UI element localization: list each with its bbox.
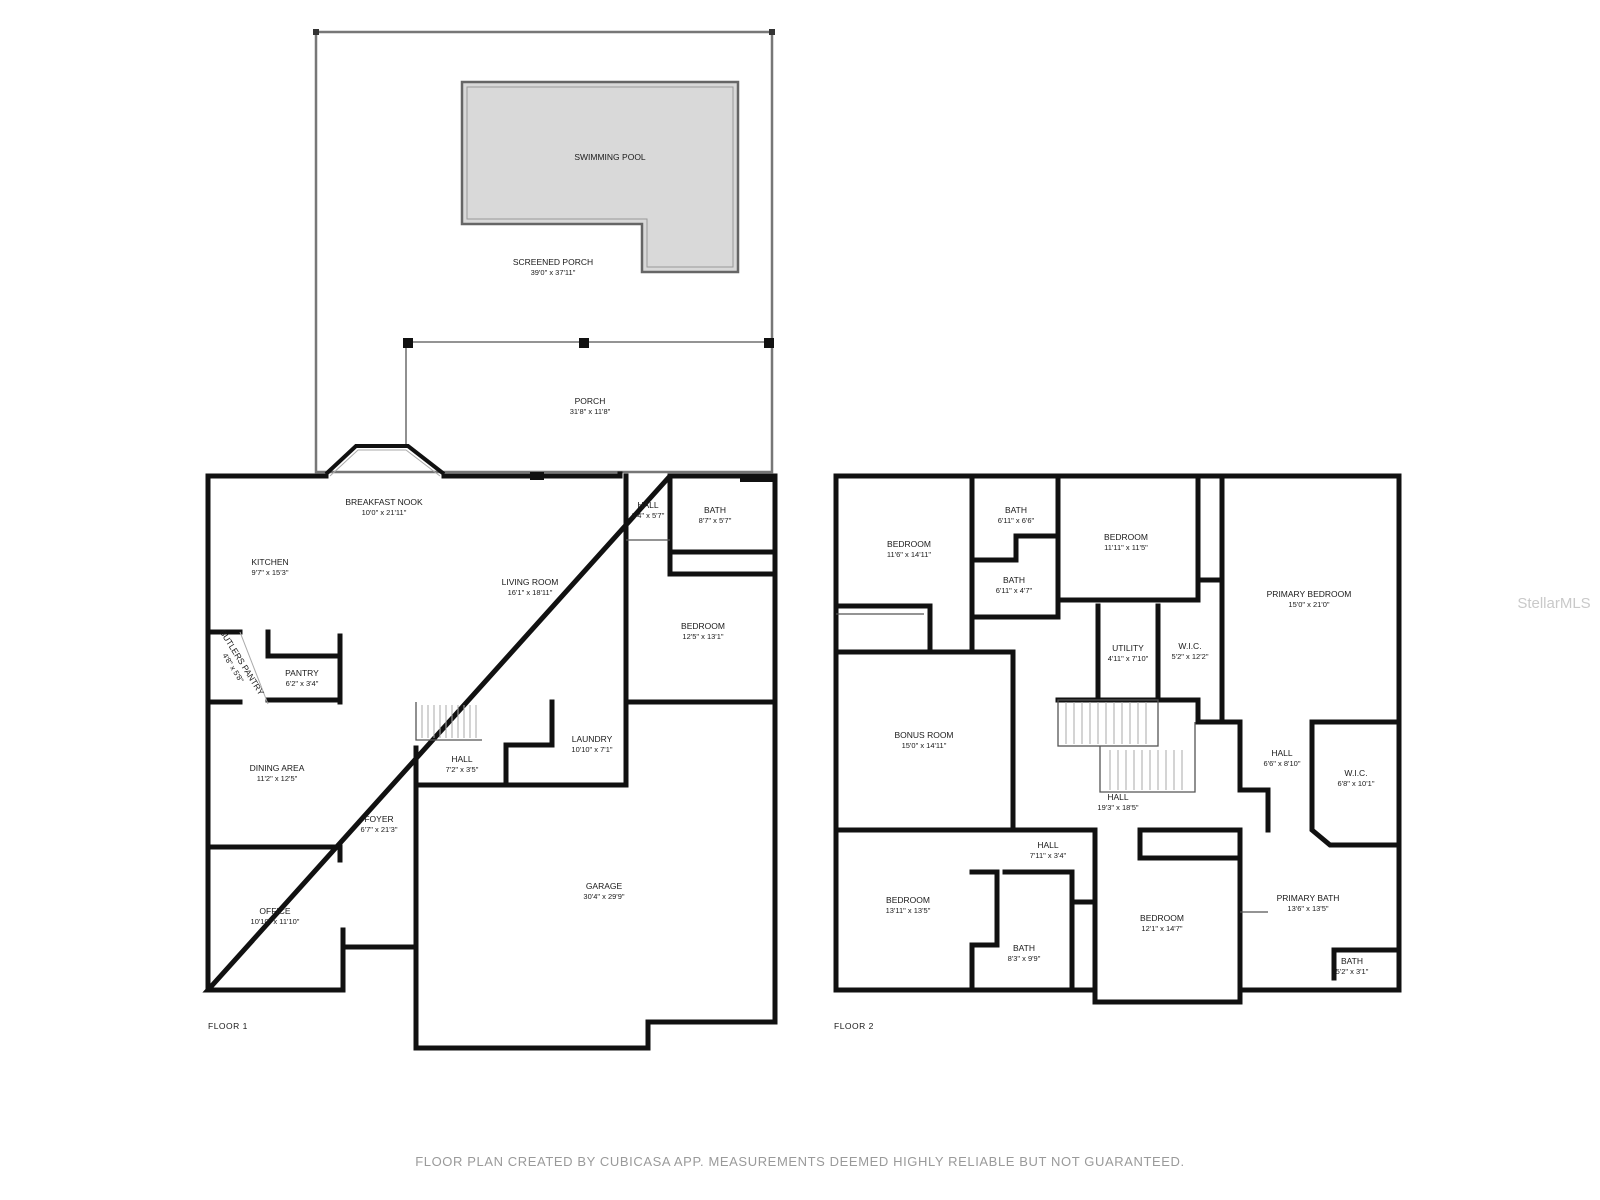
room-label-bath-2c: BATH (1013, 943, 1035, 953)
floor-1-label: FLOOR 1 (208, 1021, 248, 1031)
floor-2-labels: BEDROOM 11'6" x 14'11" BATH 6'11" x 6'6"… (834, 505, 1375, 1031)
room-label-wic-1: W.I.C. (1178, 641, 1201, 651)
room-dims-hall-2: 7'2" x 3'5" (446, 765, 479, 774)
room-label-breakfast-nook: BREAKFAST NOOK (345, 497, 423, 507)
room-label-dining-area: DINING AREA (250, 763, 305, 773)
room-label-utility: UTILITY (1112, 643, 1144, 653)
room-dims-bedroom-2d: 12'1" x 14'7" (1141, 924, 1182, 933)
room-label-bath-2b: BATH (1003, 575, 1025, 585)
room-dims-bedroom-2c: 13'11" x 13'5" (886, 906, 931, 915)
room-dims-utility: 4'11" x 7'10" (1108, 654, 1149, 663)
room-dims-bedroom-2b: 11'11" x 11'5" (1104, 543, 1148, 552)
room-label-laundry: LAUNDRY (572, 734, 613, 744)
room-label-foyer: FOYER (364, 814, 393, 824)
room-label-primary-bath: PRIMARY BATH (1277, 893, 1340, 903)
room-dims-hall-2c: 7'11" x 3'4" (1030, 851, 1067, 860)
room-dims-bedroom-1: 12'5" x 13'1" (682, 632, 723, 641)
room-dims-hall-2a: 6'6" x 8'10" (1264, 759, 1301, 768)
room-label-bedroom-2d: BEDROOM (1140, 913, 1184, 923)
room-label-bedroom-2c: BEDROOM (886, 895, 930, 905)
room-label-hall-2a: HALL (1271, 748, 1293, 758)
room-label-bedroom-2a: BEDROOM (887, 539, 931, 549)
room-label-hall-2b: HALL (1107, 792, 1129, 802)
room-label-kitchen: KITCHEN (251, 557, 288, 567)
floor-2-walls (833, 473, 1402, 1005)
room-label-pantry: PANTRY (285, 668, 319, 678)
room-label-living-room: LIVING ROOM (502, 577, 559, 587)
room-dims-foyer: 6'7" x 21'3" (361, 825, 398, 834)
room-label-primary-bedroom: PRIMARY BEDROOM (1267, 589, 1352, 599)
room-dims-bath-2c: 8'3" x 9'9" (1008, 954, 1041, 963)
room-dims-bonus-room: 15'0" x 14'11" (902, 741, 947, 750)
room-dims-bath-2b: 6'11" x 4'7" (996, 586, 1033, 595)
room-dims-primary-bedroom: 15'0" x 21'0" (1288, 600, 1329, 609)
room-label-hall-2c: HALL (1037, 840, 1059, 850)
watermark: StellarMLS (1517, 595, 1590, 612)
room-label-bonus-room: BONUS ROOM (894, 730, 953, 740)
room-dims-wic-2: 6'8" x 10'1" (1338, 779, 1375, 788)
room-dims-wic-1: 5'2" x 12'2" (1172, 652, 1209, 661)
room-dims-breakfast-nook: 10'0" x 21'11" (362, 508, 407, 517)
room-dims-pantry: 6'2" x 3'4" (286, 679, 319, 688)
room-dims-office: 10'10" x 11'10" (251, 917, 300, 926)
room-dims-garage: 30'4" x 29'9" (583, 892, 624, 901)
room-label-bedroom-1: BEDROOM (681, 621, 725, 631)
room-dims-dining-area: 11'2" x 12'5" (257, 774, 298, 783)
floor-1-walls (202, 29, 778, 1051)
room-label-bath-1: BATH (704, 505, 726, 515)
room-dims-living-room: 16'1" x 18'11" (508, 588, 553, 597)
room-dims-bath-2a: 6'11" x 6'6" (998, 516, 1035, 525)
disclaimer: FLOOR PLAN CREATED BY CUBICASA APP. MEAS… (415, 1154, 1185, 1169)
room-label-screened-porch: SCREENED PORCH (513, 257, 593, 267)
room-label-bath-2d: BATH (1341, 956, 1363, 966)
room-label-swimming-pool: SWIMMING POOL (574, 152, 646, 162)
room-dims-bath-1: 8'7" x 5'7" (699, 516, 732, 525)
room-dims-bedroom-2a: 11'6" x 14'11" (887, 550, 932, 559)
room-dims-porch: 31'8" x 11'8" (570, 407, 611, 416)
room-label-garage: GARAGE (586, 881, 623, 891)
floor-1-labels: SWIMMING POOL SCREENED PORCH 39'0" x 37'… (208, 152, 732, 1031)
room-dims-bath-2d: 5'2" x 3'1" (1336, 967, 1369, 976)
room-dims-laundry: 10'10" x 7'1" (571, 745, 612, 754)
room-dims-screened-porch: 39'0" x 37'11" (531, 268, 576, 277)
room-label-bath-2a: BATH (1005, 505, 1027, 515)
room-label-wic-2: W.I.C. (1344, 768, 1367, 778)
room-label-porch: PORCH (575, 396, 606, 406)
room-label-hall-2: HALL (451, 754, 473, 764)
room-label-bedroom-2b: BEDROOM (1104, 532, 1148, 542)
room-label-office: OFFICE (259, 906, 290, 916)
pool-shape (460, 80, 740, 274)
room-dims-kitchen: 9'7" x 15'3" (252, 568, 289, 577)
room-label-hall-1: HALL (637, 500, 659, 510)
room-dims-hall-2b: 19'3" x 18'5" (1097, 803, 1138, 812)
room-dims-primary-bath: 13'6" x 13'5" (1287, 904, 1328, 913)
floor-2-label: FLOOR 2 (834, 1021, 874, 1031)
room-dims-hall-1: 3'4" x 5'7" (632, 511, 665, 520)
